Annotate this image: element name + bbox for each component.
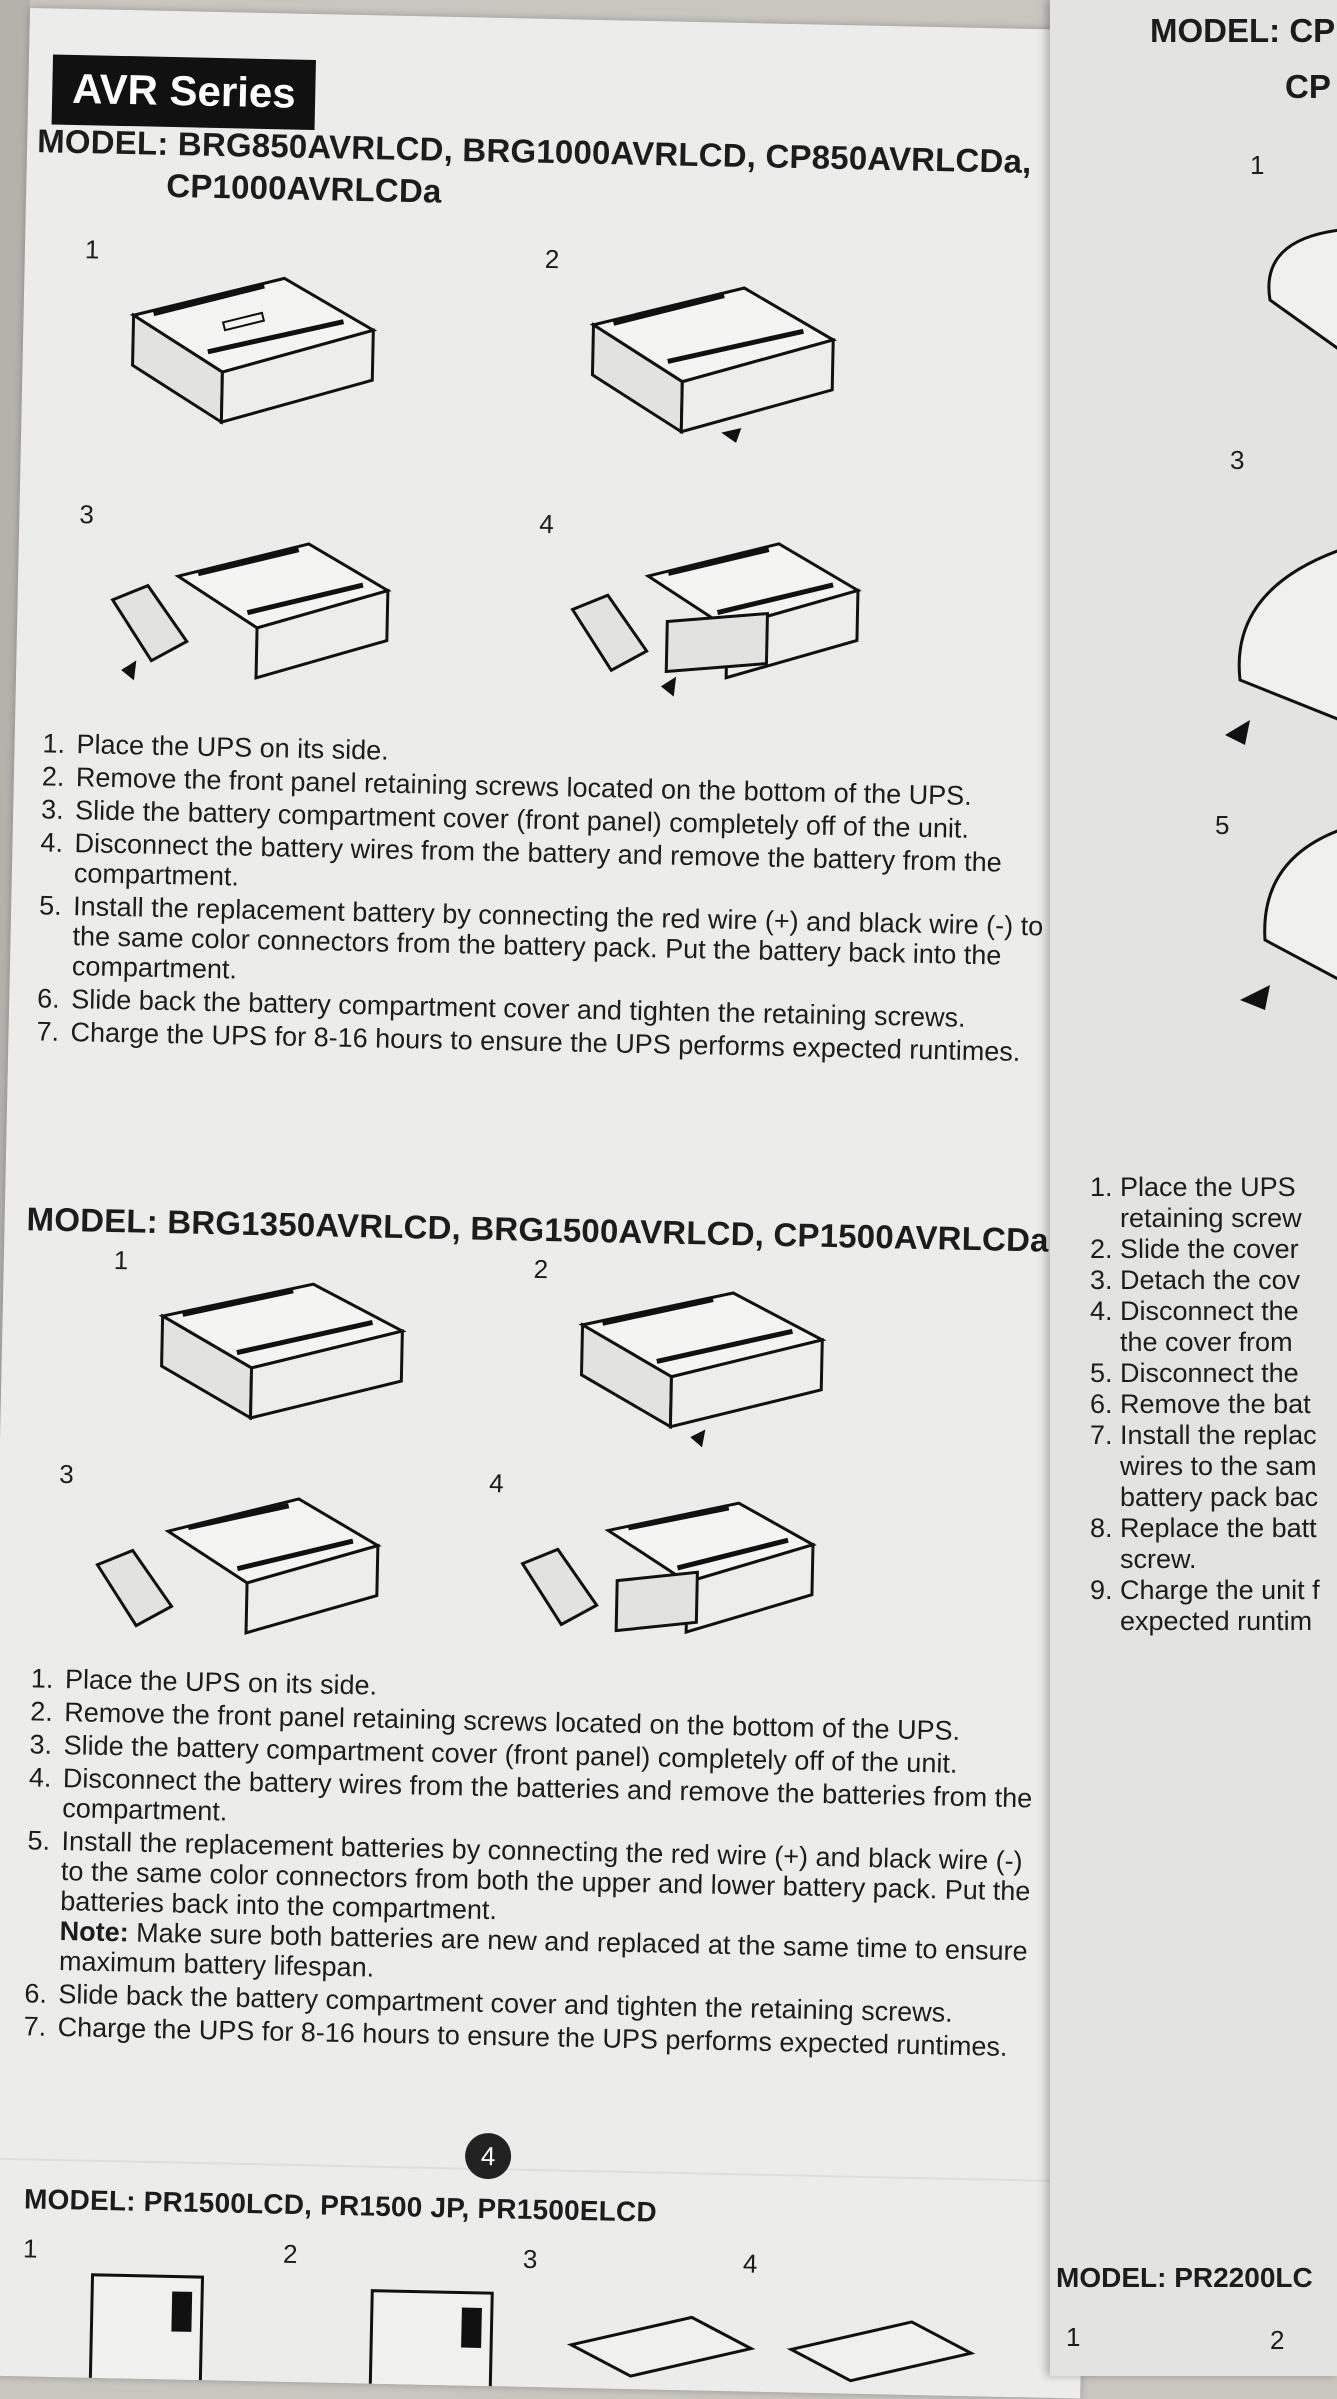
ups-illustration	[158, 1282, 407, 1421]
step-line: 1. Place the UPS	[1090, 1172, 1296, 1202]
step-line: 5. Disconnect the	[1090, 1358, 1299, 1388]
section2-figures-top: 1 2	[110, 1245, 864, 1471]
figure-step-2: 2	[541, 244, 875, 461]
figure-number: 2	[1270, 2325, 1285, 2355]
figure-number: 2	[282, 2238, 298, 2270]
figure-step-4: 4	[739, 2248, 976, 2398]
step-text: Install the replacement batteries by con…	[60, 1826, 1031, 1926]
figure-number: 1	[84, 234, 100, 265]
ups-illustration	[570, 542, 862, 697]
step-line: retaining screw	[1120, 1203, 1302, 1233]
figure-number: 4	[742, 2248, 758, 2279]
note-label: Note:	[59, 1916, 130, 1948]
ups-illustration	[129, 276, 378, 425]
figure-step-1: 1	[110, 1245, 444, 1462]
step-line: 3. Detach the cov	[1090, 1265, 1301, 1295]
step-line: the cover from	[1120, 1327, 1293, 1357]
section2-steps: Place the UPS on its side. Remove the fr…	[17, 1663, 1041, 2065]
right-heading-bottom: MODEL: PR2200LC	[1056, 2262, 1313, 2293]
figure-number: 5	[1215, 810, 1230, 840]
ups-illustration	[1225, 549, 1337, 745]
figure-number: 2	[533, 1253, 549, 1285]
ups-tower-illustration	[786, 2320, 976, 2383]
figure-number: 3	[1230, 445, 1245, 475]
figure-step-1: 1	[81, 234, 415, 451]
figure-number: 4	[488, 1467, 504, 1499]
figure-number: 3	[58, 1458, 75, 1490]
step-item: Install the replacement batteries by con…	[55, 1826, 1038, 1996]
figure-step-2: 2	[530, 1254, 864, 1471]
right-steps: 1. Place the UPS retaining screw 2. Slid…	[1090, 1172, 1320, 1637]
figure-step-4: 4	[485, 1468, 819, 1685]
figure-number: 3	[522, 2243, 538, 2275]
fold-line	[0, 2157, 1085, 2183]
manual-page-right: MODEL: CP CP 1 3 5 1. Place the UPS reta…	[1050, 0, 1337, 2376]
figure-step-2: 2	[279, 2239, 523, 2399]
step-line: expected runtim	[1120, 1606, 1313, 1636]
figure-number: 3	[79, 499, 95, 530]
step-line: screw.	[1120, 1544, 1197, 1574]
ups-illustration	[1240, 829, 1337, 1010]
figure-step-3: 3	[75, 499, 409, 716]
series-title: AVR Series	[51, 54, 317, 130]
note-text: Make sure both batteries are new and rep…	[58, 1917, 1028, 1983]
manual-page-left: AVR Series MODEL: BRG850AVRLCD, BRG1000A…	[0, 8, 1130, 2399]
right-heading-top: MODEL: CP	[1150, 12, 1336, 49]
ups-illustration	[110, 542, 392, 681]
page-number: 4	[464, 2132, 512, 2180]
figure-step-3: 3	[519, 2243, 756, 2399]
section2-figures-bottom: 3 4	[55, 1459, 819, 1685]
section1-figures-bottom: 3 4	[75, 499, 869, 725]
ups-tower-illustration	[566, 2315, 756, 2378]
section1-heading: MODEL: BRG850AVRLCD, BRG1000AVRLCD, CP85…	[36, 120, 1032, 225]
ups-illustration	[520, 1501, 817, 1635]
ups-illustration	[95, 1497, 382, 1635]
figure-step-3: 3	[55, 1459, 389, 1676]
figure-step-4: 4	[535, 509, 869, 726]
ups-illustration	[589, 286, 838, 443]
section3-figures: 1 2 3 4	[19, 2233, 976, 2399]
step-line: 2. Slide the cover	[1090, 1234, 1299, 1264]
figure-number: 2	[544, 243, 560, 275]
figure-number: 4	[538, 508, 555, 540]
step-line: 8. Replace the batt	[1090, 1513, 1317, 1543]
step-line: 7. Install the replac	[1090, 1420, 1317, 1450]
step-line: 6. Remove the bat	[1090, 1389, 1311, 1419]
step-line: battery pack bac	[1120, 1482, 1319, 1512]
figure-number: 1	[22, 2233, 38, 2264]
figure-number: 1	[113, 1245, 129, 1276]
step-line: 4. Disconnect the	[1090, 1296, 1299, 1326]
figure-number: 1	[1066, 2322, 1081, 2352]
section1-figures-top: 1 2	[81, 234, 875, 460]
step-line: 9. Charge the unit f	[1090, 1575, 1320, 1605]
section3-heading: MODEL: PR1500LCD, PR1500 JP, PR1500ELCD	[23, 2183, 658, 2228]
figure-number: 1	[1250, 150, 1265, 180]
figure-step-1: 1	[19, 2233, 283, 2399]
step-item: Install the replacement battery by conne…	[68, 891, 1070, 1002]
ups-illustration	[1267, 228, 1337, 350]
ups-illustration	[578, 1291, 827, 1448]
section1-steps: Place the UPS on its side. Remove the fr…	[30, 728, 1072, 1071]
step-line: wires to the sam	[1120, 1451, 1317, 1481]
right-heading-top-line2: CP	[1285, 68, 1331, 105]
